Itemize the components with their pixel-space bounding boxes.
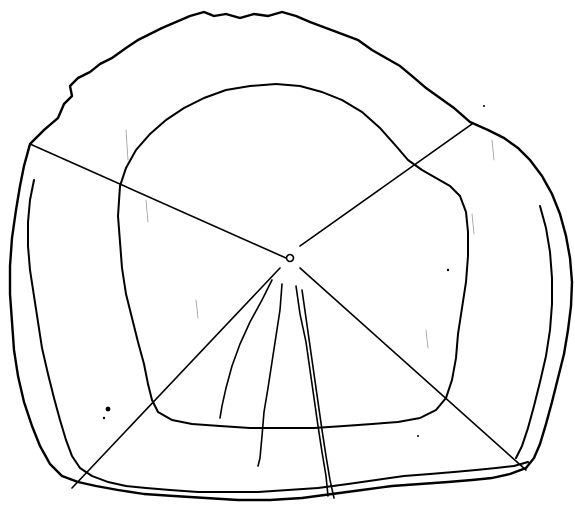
crack-center-right-b <box>302 290 334 498</box>
ink-speck-top-right <box>483 105 485 107</box>
radius-upper-right <box>300 124 472 246</box>
crack-center-left <box>258 284 282 466</box>
left-inner-contour <box>28 180 528 492</box>
radius-lower-right <box>300 268 526 470</box>
faint-mark-5 <box>426 330 428 348</box>
ink-speck-left <box>106 407 111 412</box>
radius-lower-left <box>72 268 280 488</box>
faint-mark-2 <box>146 200 148 222</box>
ink-speck-lower-right <box>417 435 419 437</box>
faint-mark-3 <box>492 140 494 160</box>
faint-mark-4 <box>472 214 474 234</box>
radius-upper-left <box>30 144 286 258</box>
ink-speck-right <box>447 269 449 271</box>
faint-mark-1 <box>126 130 128 160</box>
crack-left <box>220 280 272 418</box>
crack-center-right-a <box>296 286 328 496</box>
ink-speck-left-small <box>103 417 105 419</box>
pith <box>287 255 294 262</box>
faint-mark-6 <box>196 300 198 318</box>
